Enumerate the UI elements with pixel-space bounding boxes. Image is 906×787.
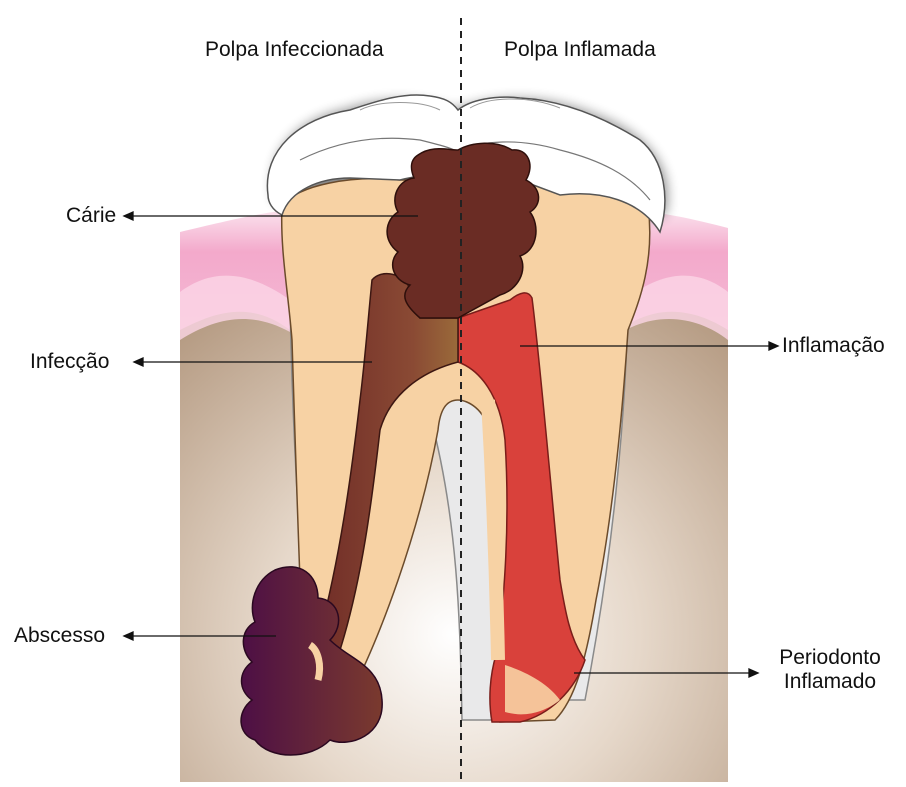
label-inflammation: Inflamação: [782, 334, 885, 358]
label-periodontium-line2: Inflamado: [768, 670, 892, 694]
label-abscess: Abscesso: [14, 624, 105, 648]
label-periodontium-line1: Periodonto: [768, 646, 892, 670]
header-inflamed-pulp: Polpa Inflamada: [504, 38, 656, 62]
header-infected-pulp: Polpa Infeccionada: [205, 38, 384, 62]
label-caries: Cárie: [66, 204, 116, 228]
label-periodontium-inflamed: Periodonto Inflamado: [768, 646, 892, 694]
label-infection: Infecção: [30, 350, 109, 374]
